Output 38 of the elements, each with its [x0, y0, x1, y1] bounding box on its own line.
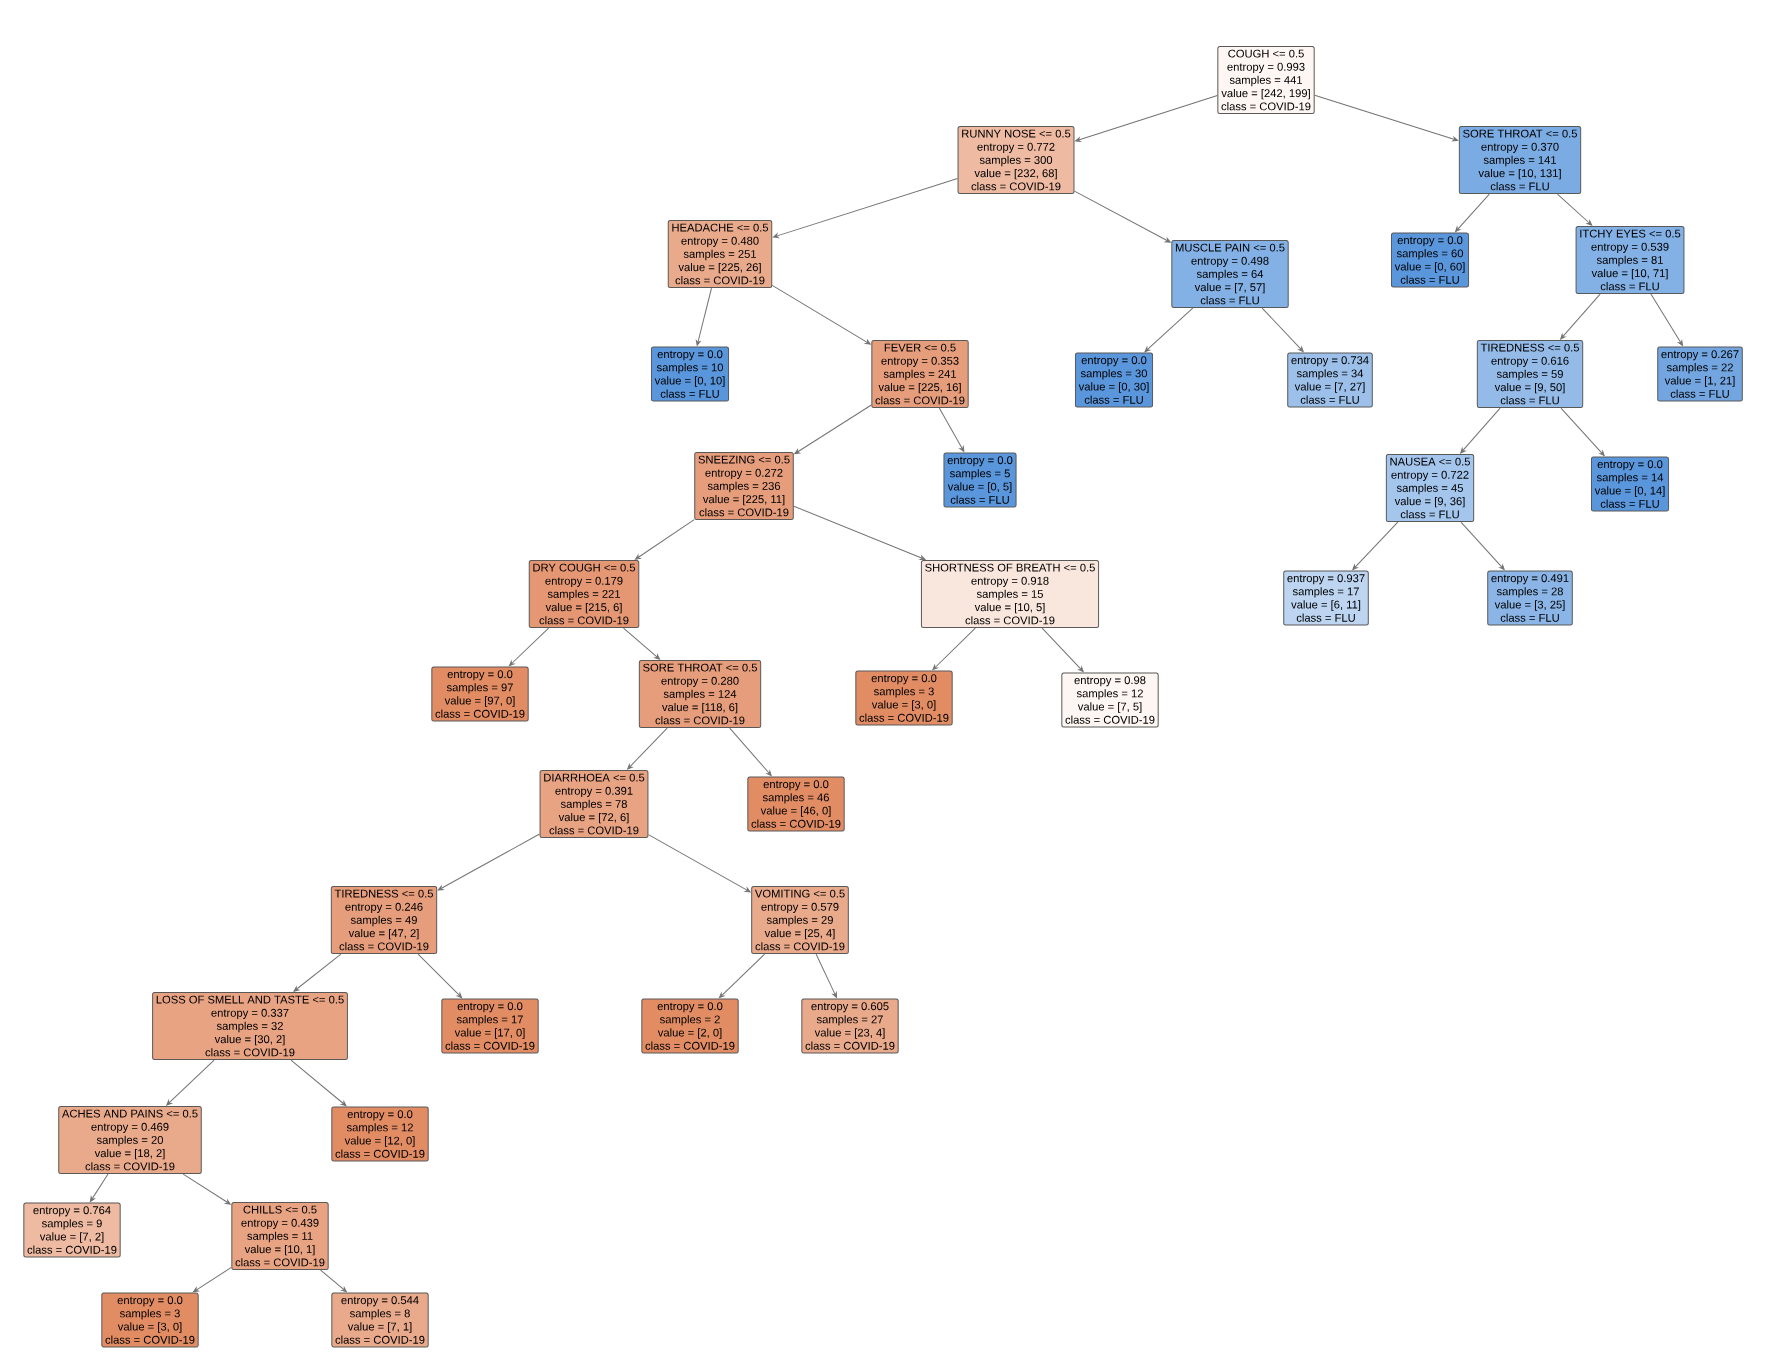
arrow: [938, 407, 965, 452]
arrow: [1455, 193, 1490, 233]
arrow: [815, 953, 837, 998]
arrow: [1074, 190, 1171, 243]
arrow: [623, 627, 661, 660]
arrow: [89, 1173, 109, 1202]
arrow: [794, 404, 872, 455]
arrow: [193, 1266, 232, 1293]
arrow: [647, 834, 751, 893]
arrow: [695, 287, 712, 346]
arrow: [1075, 95, 1218, 142]
arrow: [320, 1269, 347, 1293]
arrow: [627, 727, 668, 770]
arrow: [718, 953, 766, 999]
arrow: [1460, 521, 1505, 571]
arrow: [932, 627, 976, 671]
arrow: [1560, 293, 1601, 340]
arrow: [166, 1059, 215, 1106]
arrow: [1144, 307, 1194, 353]
arrow: [1650, 293, 1683, 346]
arrow: [1557, 193, 1593, 226]
arrow: [1041, 627, 1084, 673]
arrow: [1560, 407, 1605, 457]
arrow: [417, 953, 463, 999]
arrow: [182, 1173, 231, 1205]
arrow: [1261, 307, 1304, 353]
arrow: [437, 833, 541, 891]
arrow: [1352, 521, 1399, 571]
arrow: [293, 953, 342, 992]
arrow: [771, 284, 871, 345]
arrow: [772, 178, 959, 238]
arrow: [508, 627, 550, 667]
arrow: [635, 519, 695, 560]
arrow: [290, 1059, 347, 1107]
arrow: [1314, 94, 1459, 142]
arrow: [793, 505, 926, 561]
arrow: [1460, 407, 1501, 454]
arrow: [729, 727, 772, 777]
